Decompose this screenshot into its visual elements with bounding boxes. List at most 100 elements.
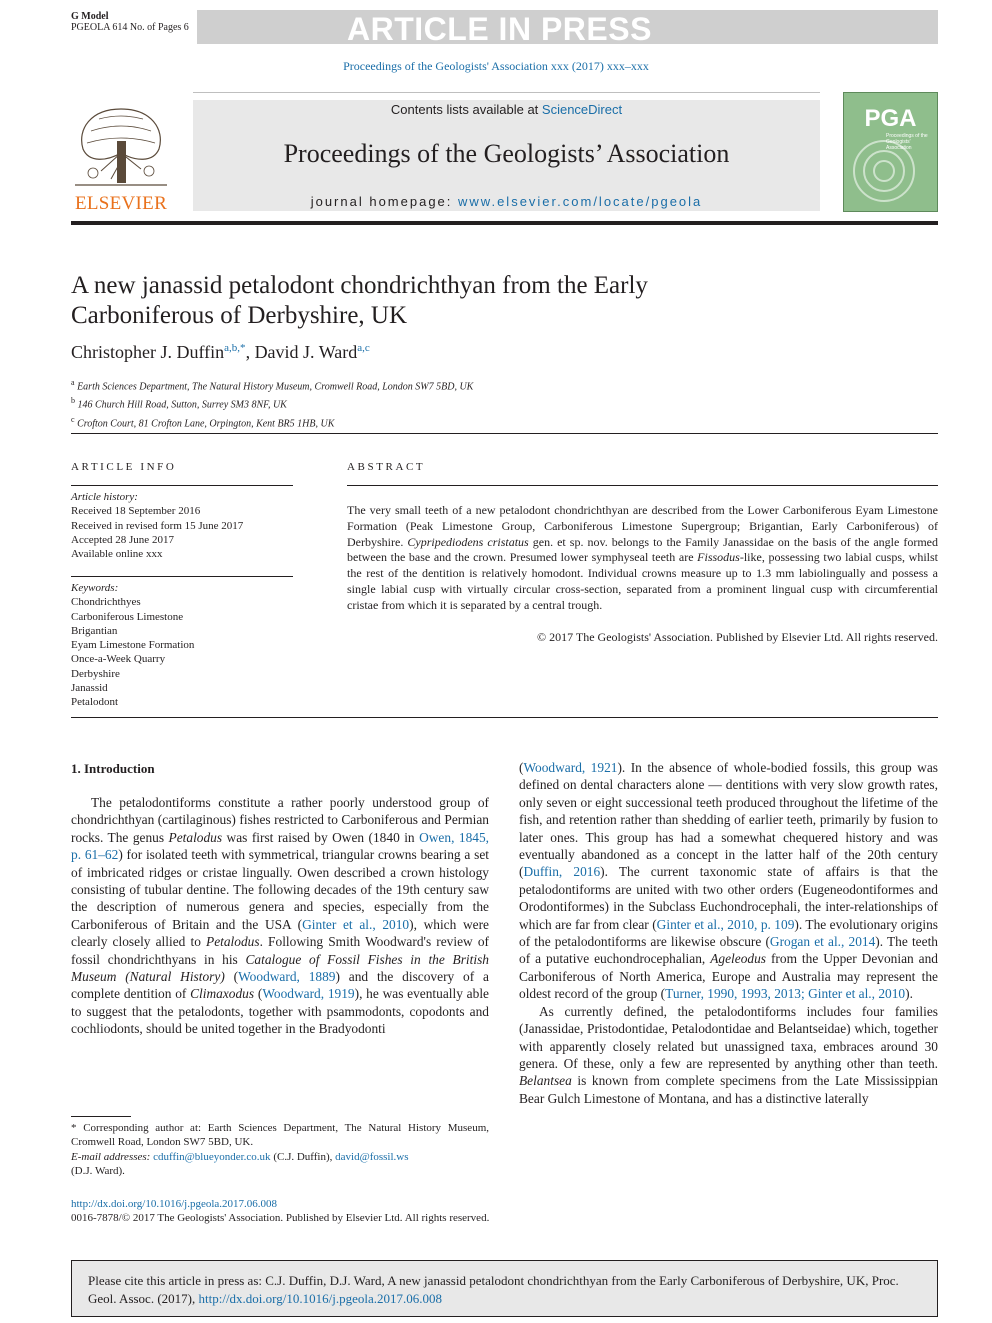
book-title: Catalogue of Fossil Fishes in the Britis… [71, 951, 489, 985]
homepage-prefix: journal homepage: [310, 194, 459, 209]
journal-title: Proceedings of the Geologists’ Associati… [283, 139, 730, 168]
body-column-left: The petalodontiforms constitute a rather… [71, 794, 489, 1038]
affiliation: c Crofton Court, 81 Crofton Lane, Orping… [71, 413, 473, 431]
citation-link[interactable]: Owen, 1845, p. 61–62 [71, 829, 489, 863]
text-run: As currently defined, the petalodontifor… [519, 1003, 938, 1071]
paragraph: (Woodward, 1921). In the absence of whol… [519, 759, 938, 1003]
header-rule [71, 221, 938, 225]
affiliation-marker: c [71, 414, 75, 424]
article-in-press-banner: ARTICLE IN PRESS [197, 10, 938, 47]
keyword: Janassid [71, 682, 108, 695]
taxon-name: Petalodus [168, 829, 223, 845]
divider [71, 717, 938, 718]
history-item: Available online xxx [71, 548, 163, 561]
abstract-text: -like, possessing two labial cusps, whil… [347, 550, 938, 612]
contents-prefix: Contents lists available at [390, 102, 542, 117]
cover-ammonite-icon [853, 140, 915, 202]
pgeola-label: PGEOLA 614 No. of Pages 6 [71, 22, 189, 33]
elsevier-tree-icon [75, 108, 167, 186]
citation-body: Please cite this article in press as: C.… [88, 1273, 899, 1306]
author-affiliation-marker[interactable]: a,c [357, 342, 370, 354]
elsevier-wordmark: ELSEVIER [74, 193, 168, 214]
citation-link[interactable]: Woodward, 1921 [523, 760, 618, 775]
citation-doi-link[interactable]: http://dx.doi.org/10.1016/j.pgeola.2017.… [198, 1291, 443, 1306]
affiliation-text: Earth Sciences Department, The Natural H… [77, 381, 474, 393]
email-link[interactable]: cduffin@blueyonder.co.uk [153, 1150, 271, 1163]
abstract-taxon: Fissodus [697, 550, 740, 565]
manuscript-id: G Model PGEOLA 614 No. of Pages 6 [71, 11, 189, 33]
affiliation-marker: b [71, 396, 75, 406]
affiliation: a Earth Sciences Department, The Natural… [71, 376, 473, 394]
abstract-text: gen. et sp. nov. belongs to the Family J… [347, 534, 938, 565]
text-run: . Following Smith Woodward's review of f… [71, 934, 489, 967]
citation-box: Please cite this article in press as: C.… [71, 1260, 938, 1317]
email-owner: (C.J. Duffin), [270, 1150, 336, 1163]
text-run: ( [224, 969, 239, 985]
abstract-heading: ABSTRACT [347, 461, 426, 473]
author-name[interactable]: David J. Ward [254, 342, 358, 362]
citation-link[interactable]: Duffin, 2016 [523, 864, 601, 880]
journal-homepage-line: journal homepage: www.elsevier.com/locat… [193, 194, 820, 209]
journal-cover-thumbnail[interactable]: PGA Proceedings of the Geologists' Assoc… [843, 92, 938, 212]
text-run: ). [905, 986, 913, 1002]
divider [347, 485, 938, 486]
keywords: Keywords: Chondrichthyes Carboniferous L… [71, 581, 194, 710]
affiliation-text: Crofton Court, 81 Crofton Lane, Orpingto… [77, 417, 335, 429]
divider [71, 485, 293, 486]
keyword: Brigantian [71, 624, 118, 637]
taxon-name: Belantsea [519, 1073, 572, 1089]
text-run: is known from complete specimens from th… [519, 1073, 938, 1106]
text-run: ). The current taxonomic state of affair… [519, 864, 938, 932]
divider [71, 576, 293, 577]
citation-link[interactable]: Turner, 1990, 1993, 2013; Ginter et al.,… [665, 986, 906, 1002]
taxon-name: Ageleodus [710, 951, 766, 967]
cover-subtitle: Proceedings of the Geologists' Associati… [886, 133, 928, 151]
citation-link[interactable]: Woodward, 1919 [262, 986, 355, 1002]
citation-link[interactable]: Ginter et al., 2010 [302, 916, 410, 932]
citation-text: Please cite this article in press as: C.… [88, 1272, 924, 1308]
issn-copyright: 0016-7878/© 2017 The Geologists' Associa… [71, 1212, 490, 1224]
article-info-heading: ARTICLE INFO [71, 461, 177, 473]
author-affiliation-marker[interactable]: a,b,* [224, 342, 246, 354]
text-run: ) and the discovery of a complete dentit… [71, 969, 489, 1002]
paragraph: As currently defined, the petalodontifor… [519, 1003, 938, 1107]
homepage-link[interactable]: www.elsevier.com/locate/pgeola [458, 194, 703, 209]
keyword: Derbyshire [71, 667, 120, 680]
article-title-line-1: A new janassid petalodont chondrichthyan… [71, 272, 648, 299]
taxon-name: Climaxodus [190, 986, 255, 1002]
author-list: Christopher J. Duffina,b,*, David J. War… [71, 342, 370, 363]
article-title-line-2: Carboniferous of Derbyshire, UK [71, 302, 408, 329]
affiliation-marker: a [71, 378, 75, 387]
text-run: ), which were clearly closely allied to [71, 916, 489, 950]
footnote-text: Corresponding author at: Earth Sciences … [71, 1122, 489, 1149]
divider [71, 433, 938, 434]
keywords-heading: Keywords: [71, 582, 119, 594]
abstract-taxon: Cypripediodens cristatus [407, 534, 529, 549]
taxon-name: Petalodus [206, 934, 260, 950]
email-label: E-mail addresses: [71, 1150, 151, 1163]
contents-line: Contents lists available at ScienceDirec… [193, 102, 820, 117]
sciencedirect-link[interactable]: ScienceDirect [541, 102, 623, 117]
text-run: ) for isolated teeth with symmetrical, t… [71, 847, 489, 932]
email-link[interactable]: david@fossil.ws [335, 1150, 409, 1163]
abstract-body: The very small teeth of a new petalodont… [347, 503, 938, 614]
text-run: The petalodontiforms constitute a rather… [71, 795, 489, 845]
footnote-rule [71, 1116, 131, 1117]
keyword: Chondrichthyes [71, 596, 141, 609]
paragraph: The petalodontiforms constitute a rather… [71, 794, 489, 1038]
citation-link[interactable]: Ginter et al., 2010, p. 109 [656, 916, 795, 932]
keyword: Eyam Limestone Formation [71, 639, 195, 652]
doi-link[interactable]: http://dx.doi.org/10.1016/j.pgeola.2017.… [71, 1198, 278, 1210]
article-history: Article history: Received 18 September 2… [71, 490, 243, 561]
text-run: from the Upper Devonian and Carboniferou… [519, 951, 939, 1002]
author-name[interactable]: Christopher J. Duffin [71, 342, 225, 362]
text-run: ). The evolutionary origins of the petal… [519, 916, 939, 950]
elsevier-logo[interactable]: ELSEVIER [71, 101, 171, 214]
citation-link[interactable]: Woodward, 1889 [238, 969, 336, 985]
cover-title: PGA [864, 105, 917, 132]
citation-link[interactable]: Grogan et al., 2014 [769, 934, 876, 950]
gmodel-label: G Model [71, 11, 109, 22]
corresponding-author-footnote: * Corresponding author at: Earth Science… [71, 1121, 489, 1178]
journal-reference-link[interactable]: Proceedings of the Geologists' Associati… [343, 59, 649, 73]
text-run: ). The teeth of a putative euchondroceph… [519, 934, 938, 967]
